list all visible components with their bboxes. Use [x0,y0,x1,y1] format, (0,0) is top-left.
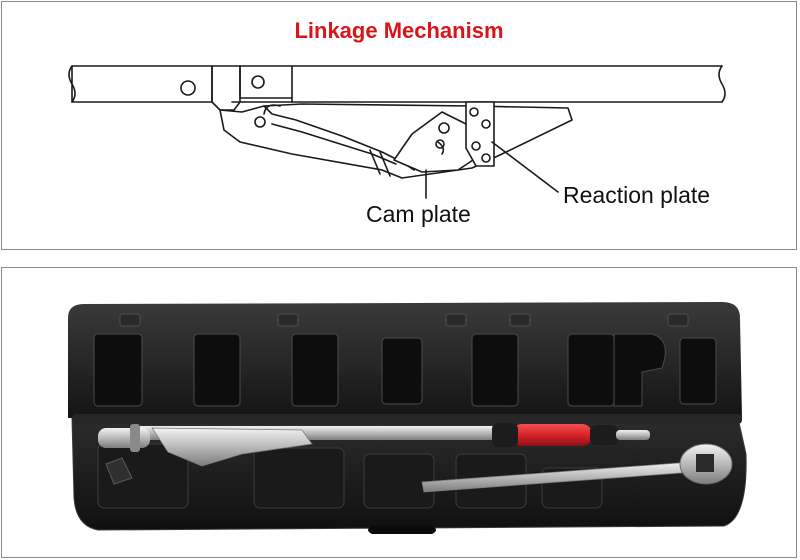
reaction-plate-shape [465,101,495,167]
head-block [211,65,241,111]
wrench-grip-collar [492,423,518,447]
cam-hole-2 [435,139,445,149]
lid-hinge-tabs [119,313,689,327]
wrench-head-plate [151,427,313,467]
case-handle [368,526,436,534]
pivot-hole-arm [254,116,266,128]
wrench-end-cap [590,425,618,445]
cam-hole-1 [438,122,450,134]
reaction-hole-3 [471,141,481,151]
reaction-leader [491,141,559,193]
pivot-hole-upper [251,75,265,89]
reaction-hole-1 [469,107,479,117]
cam-plate-shape [393,111,477,173]
tube-long [211,65,293,103]
reaction-hole-2 [481,119,491,129]
case-rim [72,414,742,424]
roller-band [369,149,391,177]
linkage-drawing [68,65,726,199]
break-left [68,65,76,103]
break-right [718,65,726,103]
wrench-red-grip [512,424,592,446]
lid-recesses [93,333,717,407]
ratchet-square [696,454,714,472]
torque-wrench-case-photo [68,302,747,534]
wrench-square-drive [98,428,150,448]
cam-plate-label: Cam plate [366,201,471,227]
lever-arm [263,105,415,171]
diagram-title: Linkage Mechanism [294,18,504,43]
housing-outline [219,103,573,179]
tube-hole [180,80,196,96]
tube-body [71,65,213,103]
product-photo-panel [1,267,797,558]
wrench-end-extension [616,430,650,440]
reaction-plate-label: Reaction plate [563,182,711,208]
linkage-diagram-panel: Linkage Mechanism [1,1,797,250]
reaction-hole-4 [481,153,491,163]
adapter-tool [105,457,133,485]
